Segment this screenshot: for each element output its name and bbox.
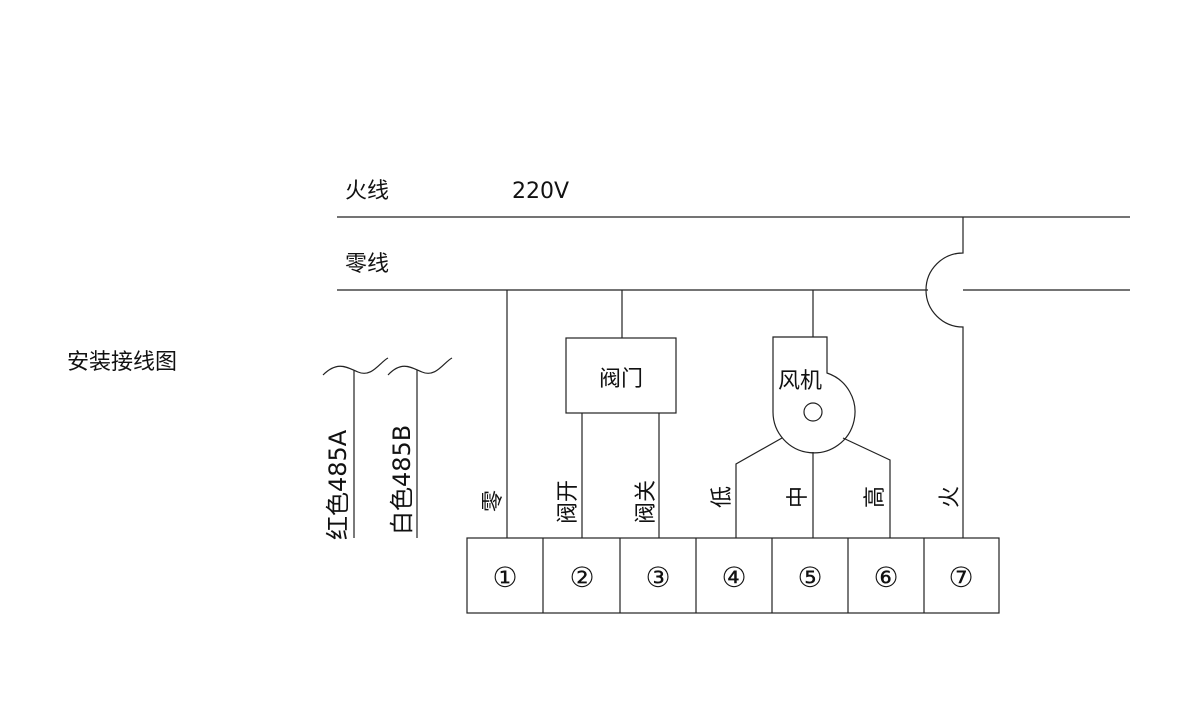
live-drop-wire <box>925 217 964 538</box>
terminal-6: ⑥ <box>873 561 898 594</box>
valve-box <box>565 337 677 414</box>
rs485b-label: 白色485B <box>388 425 416 535</box>
terminal-3: ③ <box>645 561 670 594</box>
valve-label: 阀门 <box>599 367 643 392</box>
terminal-label-high: 高 <box>863 486 888 508</box>
terminal-label-valve-open: 阀开 <box>556 480 581 524</box>
terminal-label-mid: 中 <box>786 486 811 508</box>
terminal-4: ④ <box>721 561 746 594</box>
terminal-7: ⑦ <box>948 561 973 594</box>
terminal-5: ⑤ <box>797 561 822 594</box>
fan-label: 风机 <box>778 369 822 394</box>
fan-high-wire <box>842 437 891 538</box>
diagram-title: 安装接线图 <box>67 350 177 375</box>
terminal-1: ① <box>492 561 517 594</box>
neutral-line-label: 零线 <box>345 252 389 277</box>
terminal-label-valve-close: 阀关 <box>634 480 659 524</box>
rs485a-label: 红色485A <box>324 429 352 540</box>
terminal-block-frame <box>466 537 1000 614</box>
terminal-label-neutral: 零 <box>481 490 506 512</box>
terminal-dividers <box>542 538 925 613</box>
terminal-label-low: 低 <box>710 486 735 508</box>
rs485b-break-mark <box>387 357 453 376</box>
terminal-block: ① ② ③ ④ ⑤ ⑥ ⑦ <box>466 537 1000 614</box>
fan-hub <box>803 402 823 422</box>
voltage-label: 220V <box>512 179 569 204</box>
terminal-2: ② <box>569 561 594 594</box>
fan-low-wire <box>735 437 783 538</box>
terminal-label-live: 火 <box>938 486 963 508</box>
rs485a-break-mark <box>322 357 389 376</box>
fan-housing <box>772 336 856 454</box>
live-line-label: 火线 <box>345 179 389 204</box>
